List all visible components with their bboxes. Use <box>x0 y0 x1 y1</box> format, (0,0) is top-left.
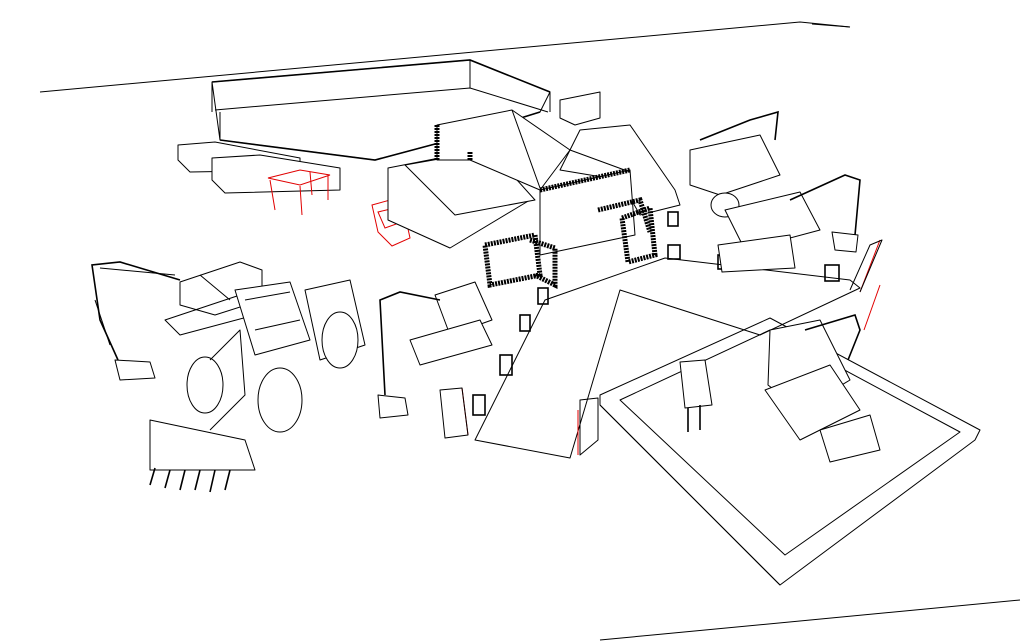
wheel-loader <box>149 279 366 493</box>
excavator-center <box>377 281 493 419</box>
excavator-right-top <box>689 110 781 218</box>
main-building <box>387 109 681 290</box>
ground-lines <box>39 21 1021 641</box>
red-canopy <box>267 169 331 216</box>
concrete-blocks <box>177 91 601 194</box>
tracked-machine <box>764 314 881 463</box>
excavator-left <box>91 261 263 381</box>
mini-excavator <box>679 359 713 432</box>
paved-pad <box>474 257 861 459</box>
display-platform <box>579 317 981 586</box>
excavator-right-bottom <box>717 174 861 273</box>
red-markers <box>439 239 883 455</box>
